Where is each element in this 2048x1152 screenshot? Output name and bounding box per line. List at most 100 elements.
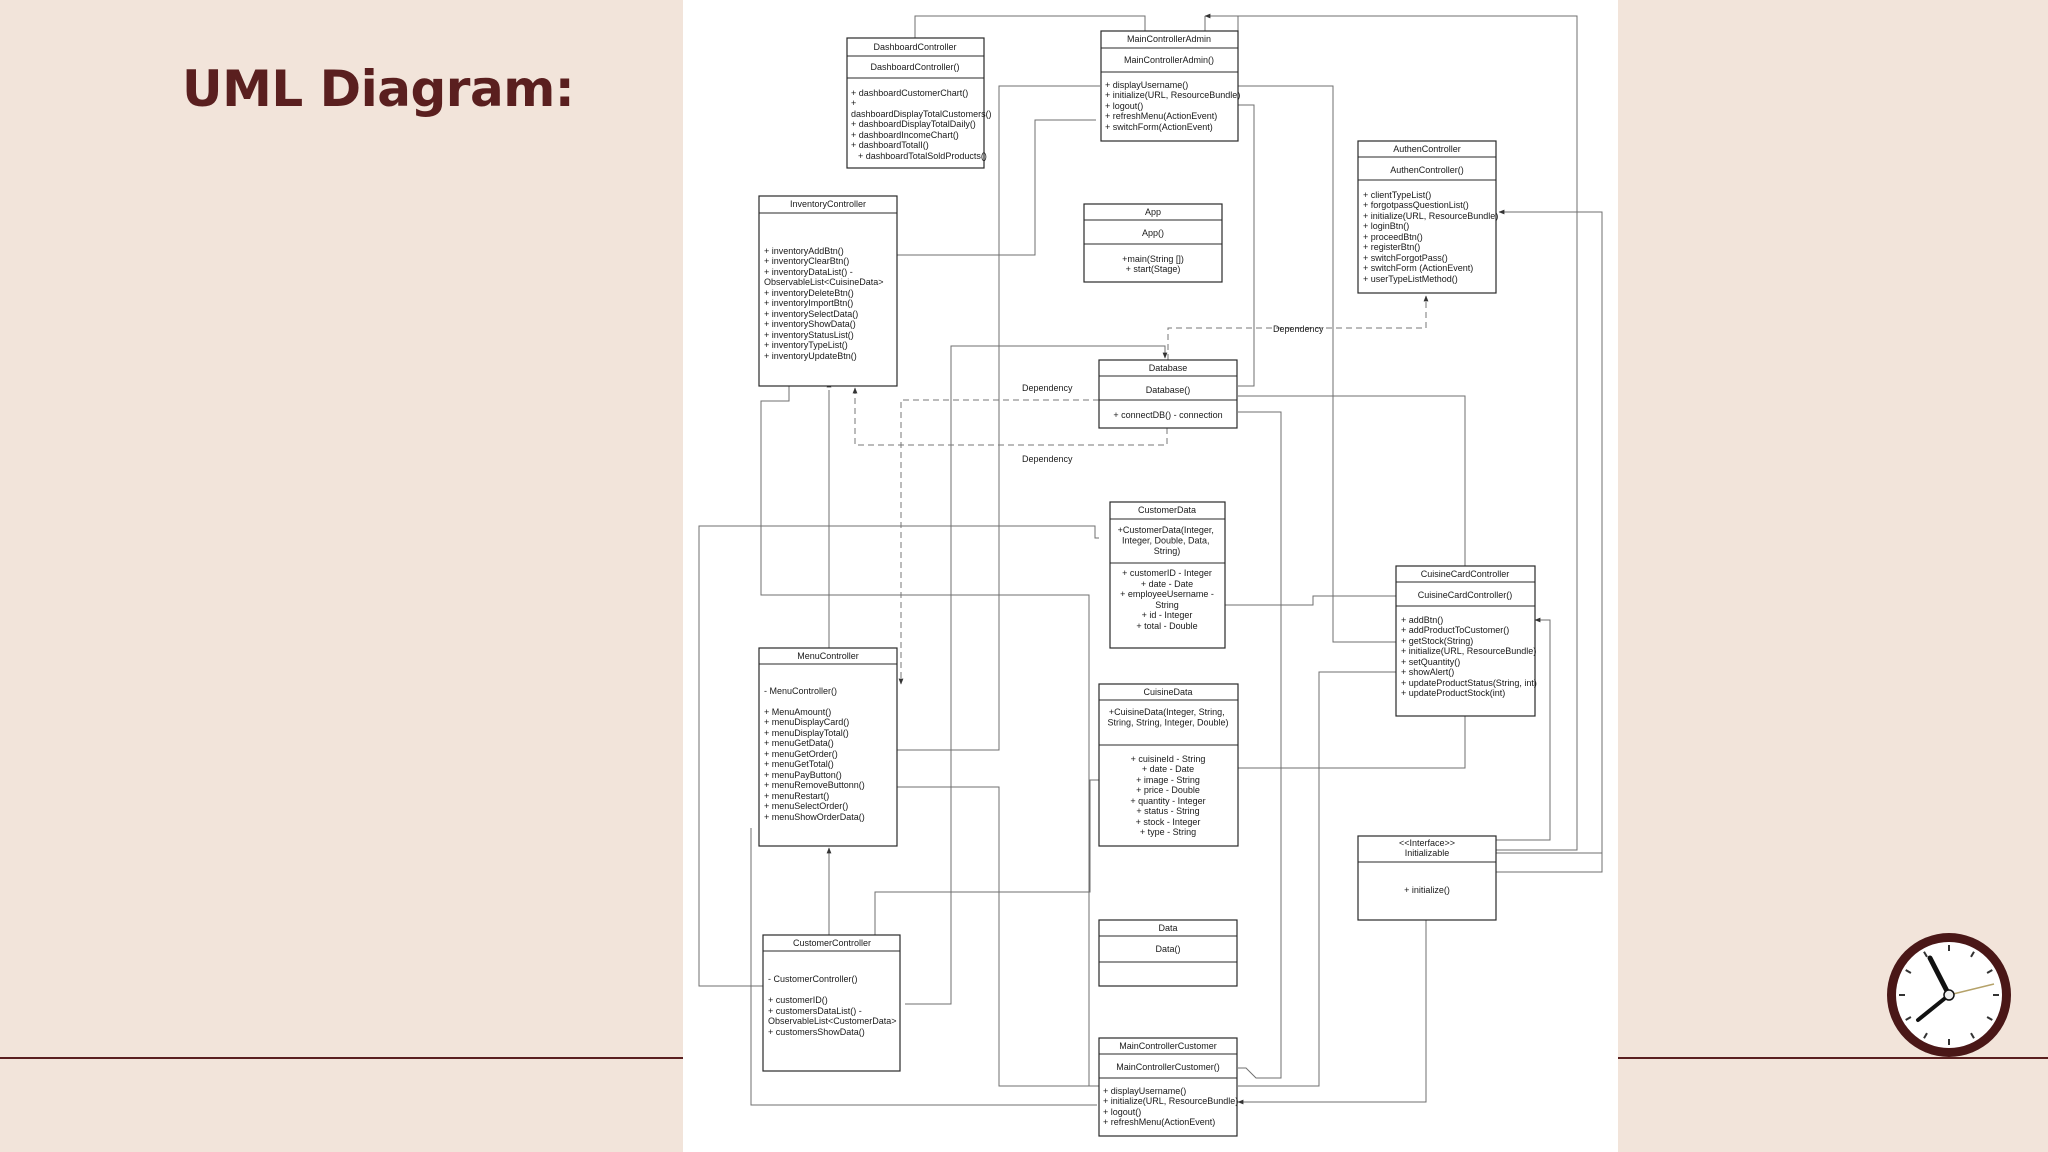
relation-line bbox=[1496, 617, 1551, 841]
class-member: + clientTypeList() bbox=[1363, 190, 1431, 200]
class-constructor-line: +CustomerData(Integer, bbox=[1118, 525, 1214, 535]
relation-line bbox=[1238, 712, 1466, 769]
class-constructor: +CustomerData(Integer, Integer, Double, … bbox=[1118, 525, 1217, 556]
class-member: + menuDisplayTotal() bbox=[764, 728, 849, 738]
class-member: + customerID() bbox=[768, 995, 828, 1005]
relation-line bbox=[1238, 671, 1396, 1087]
class-member: + stock - Integer bbox=[1136, 817, 1201, 827]
class-member: + forgotpassQuestionList() bbox=[1363, 200, 1469, 210]
class-name: Database bbox=[1149, 363, 1188, 373]
class-member: + initialize(URL, ResourceBundle) bbox=[1363, 211, 1498, 221]
class-member: + inventoryDataList() - bbox=[764, 267, 853, 277]
class-member: + showAlert() bbox=[1401, 667, 1454, 677]
class-name: AuthenController bbox=[1393, 144, 1461, 154]
slide-title: UML Diagram: bbox=[182, 60, 575, 118]
relation-line bbox=[1237, 920, 1427, 1105]
class-member: + inventoryDeleteBtn() bbox=[764, 288, 854, 298]
dependency-label: Dependency bbox=[1022, 383, 1073, 393]
class-member: + MenuAmount() bbox=[764, 707, 831, 717]
class-box: Database Database() + connectDB() - conn… bbox=[1098, 359, 1238, 429]
class-constructor-line: String, String, Integer, Double) bbox=[1107, 718, 1228, 728]
class-member: + total - Double bbox=[1136, 621, 1197, 631]
class-box: MainControllerAdmin MainControllerAdmin(… bbox=[1100, 30, 1240, 142]
class-name: CustomerData bbox=[1138, 505, 1196, 515]
class-constructor: DashboardController() bbox=[870, 62, 959, 72]
class-member: + initialize() bbox=[1404, 885, 1450, 895]
class-member: + setQuantity() bbox=[1401, 657, 1460, 667]
class-name: MainControllerCustomer bbox=[1119, 1041, 1217, 1051]
class-member: + loginBtn() bbox=[1363, 221, 1409, 231]
class-member: + switchForm (ActionEvent) bbox=[1363, 263, 1473, 273]
class-member: + type - String bbox=[1140, 827, 1196, 837]
class-name: CustomerController bbox=[793, 938, 871, 948]
class-member: + customersShowData() bbox=[768, 1027, 865, 1037]
class-member: ObservableList<CuisineData> bbox=[764, 277, 884, 287]
relation-line bbox=[914, 15, 1146, 38]
class-member: + date - Date bbox=[1142, 764, 1194, 774]
relation-line bbox=[897, 786, 1099, 1087]
class-member: + date - Date bbox=[1141, 579, 1193, 589]
relation-line bbox=[905, 345, 1099, 1005]
relation-line bbox=[1204, 16, 1239, 31]
class-member: + initialize(URL, ResourceBundle) bbox=[1401, 646, 1536, 656]
class-constructor: MainControllerAdmin() bbox=[1124, 55, 1214, 65]
class-member: + connectDB() - connection bbox=[1113, 410, 1222, 420]
interface-stereotype: <<Interface>> bbox=[1399, 838, 1455, 848]
class-name: DashboardController bbox=[873, 42, 956, 52]
class-member: + start(Stage) bbox=[1126, 264, 1181, 274]
relation-line bbox=[897, 85, 1100, 751]
class-box: CuisineData +CuisineData(Integer, String… bbox=[1098, 683, 1239, 847]
class-member: + price - Double bbox=[1136, 785, 1200, 795]
relation-line bbox=[1238, 411, 1282, 1079]
class-member: + inventoryTypeList() bbox=[764, 340, 848, 350]
class-box: App App() +main(String []) + start(Stage… bbox=[1083, 203, 1223, 283]
class-name: MainControllerAdmin bbox=[1127, 34, 1211, 44]
clock-icon bbox=[1887, 933, 2011, 1057]
class-constructor-line: Integer, Double, Data, bbox=[1122, 536, 1210, 546]
dependency-line bbox=[1167, 295, 1429, 360]
class-constructor: App() bbox=[1142, 228, 1164, 238]
class-name: App bbox=[1145, 207, 1161, 217]
class-constructor-line: String) bbox=[1154, 546, 1181, 556]
class-member: + employeeUsername - bbox=[1120, 589, 1214, 599]
right-divider-line bbox=[1618, 1057, 2048, 1059]
class-constructor: CuisineCardController() bbox=[1418, 590, 1513, 600]
class-member: + menuPayButton() bbox=[764, 770, 842, 780]
relation-line bbox=[1238, 104, 1255, 387]
class-member: + proceedBtn() bbox=[1363, 232, 1423, 242]
class-member: ObservableList<CustomerData> bbox=[768, 1016, 897, 1026]
class-name: CuisineData bbox=[1143, 687, 1192, 697]
class-box: Data Data() bbox=[1098, 919, 1238, 987]
class-box: CuisineCardController CuisineCardControl… bbox=[1395, 565, 1537, 717]
class-box: MainControllerCustomer MainControllerCus… bbox=[1098, 1037, 1238, 1137]
class-constructor: MainControllerCustomer() bbox=[1116, 1062, 1220, 1072]
class-member: + addProductToCustomer() bbox=[1401, 625, 1509, 635]
class-member: + menuShowOrderData() bbox=[764, 812, 865, 822]
class-member: + menuGetTotal() bbox=[764, 759, 834, 769]
class-member: +main(String []) bbox=[1122, 254, 1184, 264]
relation-line bbox=[874, 779, 1099, 935]
class-member: + refreshMenu(ActionEvent) bbox=[1103, 1117, 1215, 1127]
class-constructor-line: +CuisineData(Integer, String, bbox=[1109, 707, 1225, 717]
relation-line bbox=[1238, 85, 1396, 643]
relation-line bbox=[1496, 209, 1603, 854]
class-box: CustomerController - CustomerController(… bbox=[762, 934, 901, 1072]
dependency-line bbox=[898, 399, 1099, 685]
class-member: + menuRemoveButtonn() bbox=[764, 780, 865, 790]
relation-line bbox=[897, 119, 1096, 256]
dependency-label: Dependency bbox=[1022, 454, 1073, 464]
class-member: + dashboardIncomeChart() bbox=[851, 130, 959, 140]
class-member: + logout() bbox=[1103, 1107, 1141, 1117]
class-member: + registerBtn() bbox=[1363, 242, 1420, 252]
class-member: + customerID - Integer bbox=[1122, 568, 1212, 578]
class-member: + menuDisplayCard() bbox=[764, 717, 849, 727]
class-name: Data bbox=[1158, 923, 1177, 933]
class-constructor: Database() bbox=[1146, 385, 1191, 395]
class-box: <<Interface>> Initializable + initialize… bbox=[1357, 835, 1497, 921]
class-member: + inventoryShowData() bbox=[764, 319, 856, 329]
class-member: + dashboardTotalSoldProducts() bbox=[858, 151, 987, 161]
class-name: MenuController bbox=[797, 651, 859, 661]
class-member: + inventoryStatusList() bbox=[764, 330, 854, 340]
class-member: + addBtn() bbox=[1401, 615, 1443, 625]
class-box: MenuController - MenuController() + Menu… bbox=[758, 647, 898, 847]
